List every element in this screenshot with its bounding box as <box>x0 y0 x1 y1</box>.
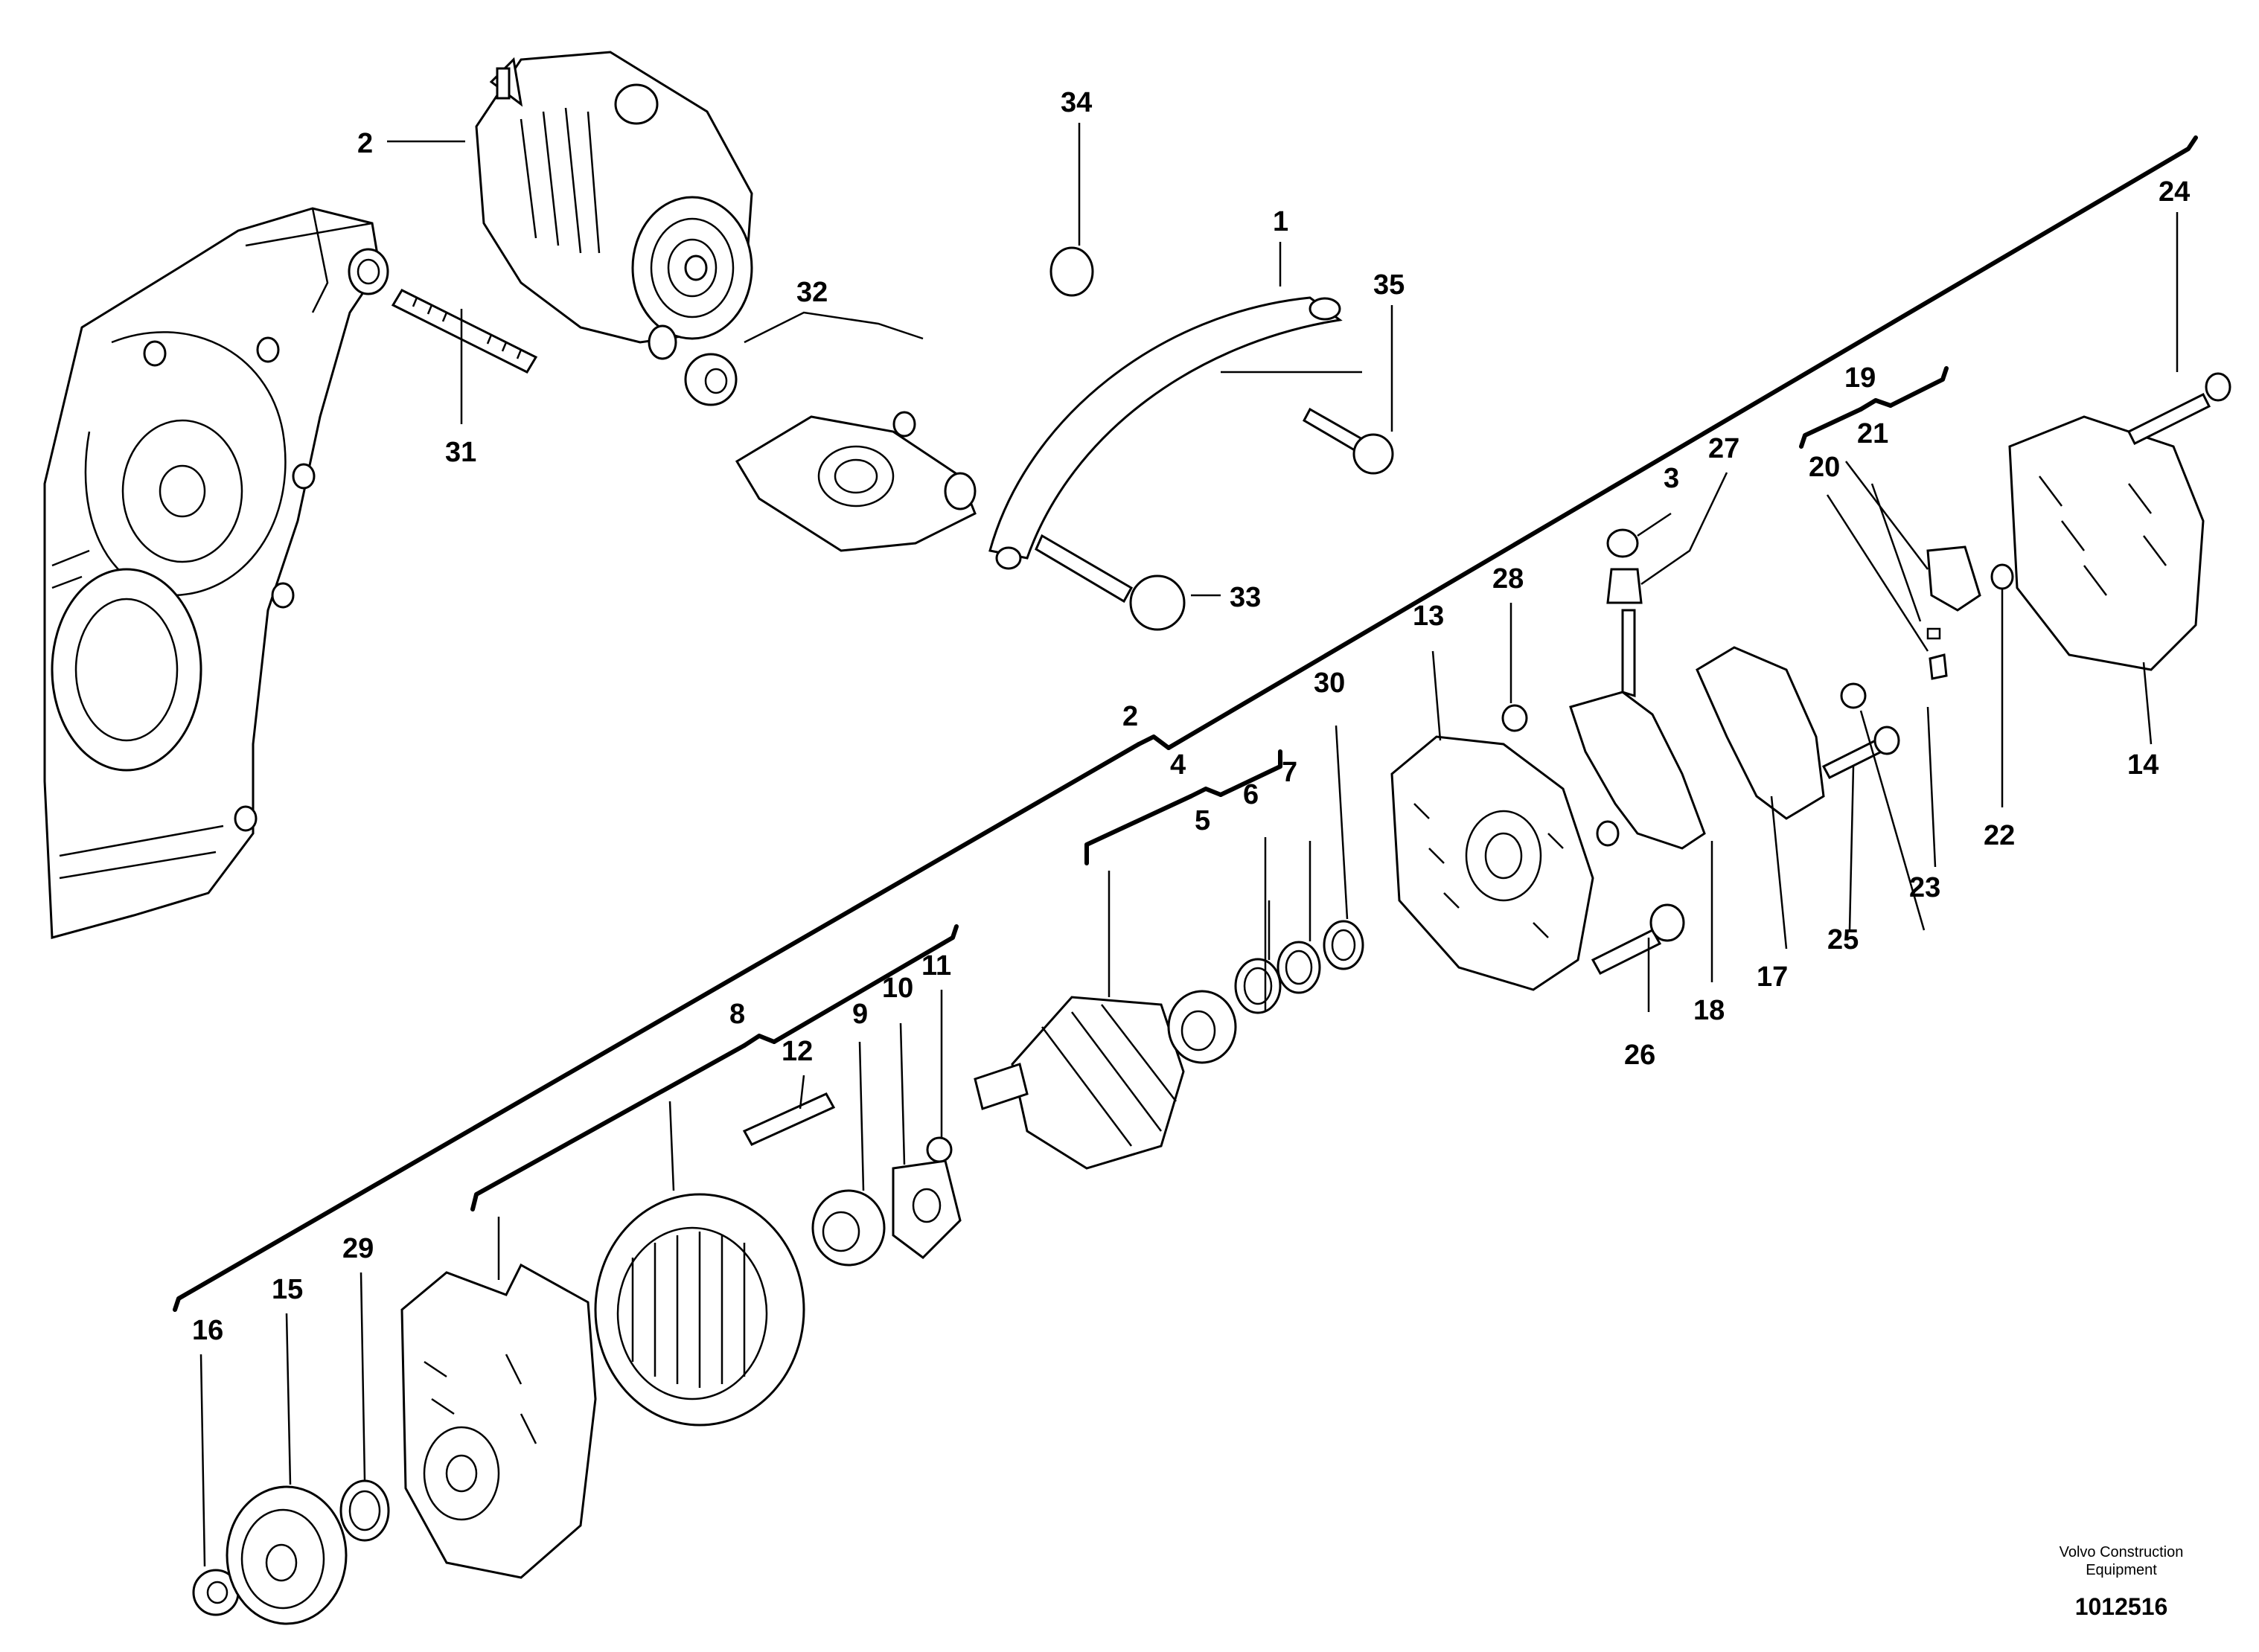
group-bracket-4 <box>1084 749 1282 865</box>
mounting-bracket <box>735 411 977 552</box>
callout-19: 19 <box>1844 362 1876 394</box>
bolt-26 <box>1591 903 1685 975</box>
callout-3: 3 <box>1664 463 1679 494</box>
nut-28 <box>1501 704 1528 732</box>
callout-28: 28 <box>1492 563 1524 595</box>
plate-10 <box>892 1159 962 1259</box>
callout-2-top: 2 <box>357 128 373 159</box>
callout-23: 23 <box>1909 872 1940 903</box>
callout-6: 6 <box>1243 779 1259 810</box>
callout-24: 24 <box>2159 176 2190 208</box>
callout-30: 30 <box>1314 667 1345 699</box>
callout-31: 31 <box>445 437 476 468</box>
callout-8: 8 <box>729 999 745 1030</box>
callout-11: 11 <box>921 950 951 982</box>
bearing-5 <box>1167 990 1237 1064</box>
spacer-34 <box>1049 246 1094 297</box>
callout-12: 12 <box>782 1036 813 1067</box>
rotor <box>974 996 1185 1170</box>
callout-18: 18 <box>1693 995 1725 1026</box>
bolt-24 <box>2127 372 2231 446</box>
callout-15: 15 <box>272 1274 303 1305</box>
callout-22: 22 <box>1984 820 2015 851</box>
bolt-35 <box>1302 407 1394 475</box>
stator <box>594 1193 805 1427</box>
leader-lines <box>199 123 2179 1567</box>
bearing-9 <box>811 1189 886 1267</box>
rear-cover-14 <box>2008 415 2205 671</box>
group-bracket-8 <box>470 924 959 1211</box>
callout-13: 13 <box>1413 601 1444 632</box>
spacer-29 <box>339 1479 390 1542</box>
screw-25 <box>1821 726 1900 779</box>
group-bracket-19 <box>1799 366 1949 449</box>
callout-29: 29 <box>342 1233 374 1264</box>
stud-31 <box>391 289 538 374</box>
ring-6 <box>1234 958 1282 1014</box>
alternator-assembly <box>475 51 753 360</box>
callout-2-group: 2 <box>1122 701 1138 732</box>
callout-25: 25 <box>1827 924 1859 955</box>
callout-35: 35 <box>1373 269 1405 301</box>
callout-21: 21 <box>1857 418 1888 449</box>
screw-22 <box>1990 563 2014 590</box>
screw-11 <box>926 1136 953 1163</box>
nut-3 <box>1606 528 1639 558</box>
rectifier-18 <box>1569 609 1706 850</box>
adjuster-arm <box>988 296 1362 570</box>
bolt-33 <box>1035 534 1186 631</box>
callout-16: 16 <box>192 1315 223 1346</box>
callout-34: 34 <box>1061 87 1092 118</box>
front-housing <box>400 1263 597 1579</box>
callout-33: 33 <box>1230 582 1261 613</box>
pulley-15 <box>226 1485 348 1625</box>
callout-14: 14 <box>2127 749 2159 781</box>
callout-10: 10 <box>882 973 913 1004</box>
callout-17: 17 <box>1757 961 1788 993</box>
engine-timing-cover <box>43 207 389 939</box>
brush-20 <box>1929 653 1948 680</box>
callout-20: 20 <box>1809 452 1840 483</box>
callout-5: 5 <box>1195 805 1210 836</box>
ring-7 <box>1277 941 1321 994</box>
footer: Volvo Construction Equipment 1012516 <box>2060 1544 2184 1620</box>
spring-21 <box>1926 627 1941 640</box>
callout-4: 4 <box>1170 749 1186 781</box>
callout-32: 32 <box>796 277 828 308</box>
callout-26: 26 <box>1624 1040 1655 1071</box>
rear-housing-13 <box>1390 735 1594 991</box>
stud-12 <box>742 1092 836 1146</box>
ring-30 <box>1323 920 1364 970</box>
callout-9: 9 <box>852 999 868 1030</box>
group-bracket-2 <box>173 135 2198 1312</box>
screw-23 <box>1840 682 1867 709</box>
brush-holder-17 <box>1696 646 1825 820</box>
nut-32 <box>684 353 738 406</box>
callout-27: 27 <box>1708 433 1739 464</box>
brand-line-1: Volvo Construction <box>2060 1544 2184 1560</box>
document-number: 1012516 <box>2075 1593 2168 1620</box>
callout-7: 7 <box>1282 757 1297 788</box>
brand-line-2: Equipment <box>2086 1562 2157 1578</box>
callout-1: 1 <box>1273 206 1288 237</box>
callout-labels: 1 2 2 3 4 5 6 7 8 9 10 11 12 13 14 15 16… <box>192 87 2190 1346</box>
cap-27 <box>1606 568 1643 604</box>
regulator-19 <box>1926 545 1981 612</box>
